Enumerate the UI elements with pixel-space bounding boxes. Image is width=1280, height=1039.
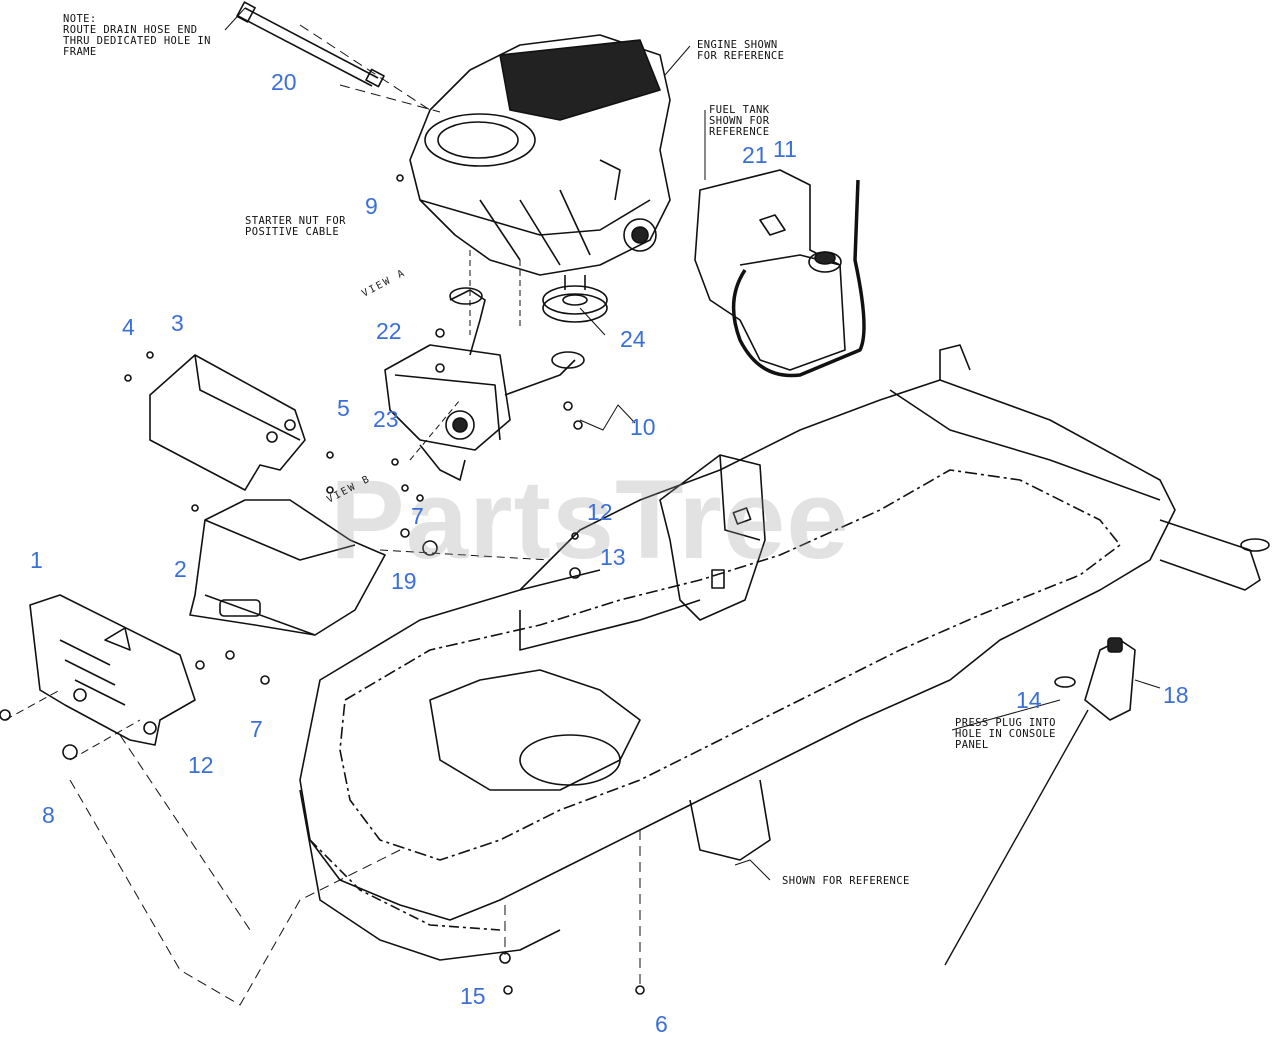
callout-12b: 12 — [188, 752, 214, 778]
muffler-part — [384, 287, 585, 481]
callout-20: 20 — [271, 69, 297, 95]
reference-note: SHOWN FOR REFERENCE — [782, 875, 910, 887]
engine-reference — [409, 34, 671, 276]
callout-9: 9 — [365, 193, 378, 219]
callout-5: 5 — [337, 395, 350, 421]
drain-hose-part — [236, 1, 385, 88]
leader-lines — [4, 7, 1161, 1006]
heat-shield-part — [149, 354, 306, 491]
mower-frame — [299, 344, 1270, 961]
callout-22: 22 — [376, 318, 402, 344]
callout-3: 3 — [171, 310, 184, 336]
callout-6: 6 — [655, 1011, 668, 1037]
console-bracket — [659, 454, 766, 621]
callout-10: 10 — [630, 414, 656, 440]
callout-21: 21 — [742, 142, 768, 168]
callout-4: 4 — [122, 314, 135, 340]
throttle-control-part — [944, 637, 1136, 966]
callout-24: 24 — [620, 326, 646, 352]
engine-bracket-part — [189, 499, 386, 636]
callout-7a: 7 — [411, 503, 424, 529]
fuel-tank-note: FUEL TANK SHOWN FOR REFERENCE — [709, 104, 770, 138]
callout-8: 8 — [42, 802, 55, 828]
engine-note: ENGINE SHOWN FOR REFERENCE — [697, 39, 785, 62]
callout-11: 11 — [773, 136, 797, 162]
callout-19: 19 — [391, 568, 417, 594]
callout-18: 18 — [1163, 682, 1189, 708]
starter-note: STARTER NUT FOR POSITIVE CABLE — [245, 215, 346, 238]
callout-14: 14 — [1016, 687, 1042, 713]
callout-23: 23 — [373, 406, 399, 432]
pulley-part — [542, 275, 608, 323]
callout-15: 15 — [460, 983, 486, 1009]
fasteners — [0, 174, 645, 995]
callout-2: 2 — [174, 556, 187, 582]
callout-1: 1 — [30, 547, 43, 573]
drain-hose-note: NOTE: ROUTE DRAIN HOSE END THRU DEDICATE… — [63, 13, 211, 58]
fuel-tank-reference — [694, 169, 866, 378]
callout-13: 13 — [600, 544, 626, 570]
front-guard-part — [29, 594, 196, 746]
callout-12a: 12 — [587, 499, 613, 525]
plug-note: PRESS PLUG INTO HOLE IN CONSOLE PANEL — [955, 717, 1056, 751]
watermark-text: PartsTree — [330, 457, 850, 582]
callout-7b: 7 — [250, 716, 263, 742]
